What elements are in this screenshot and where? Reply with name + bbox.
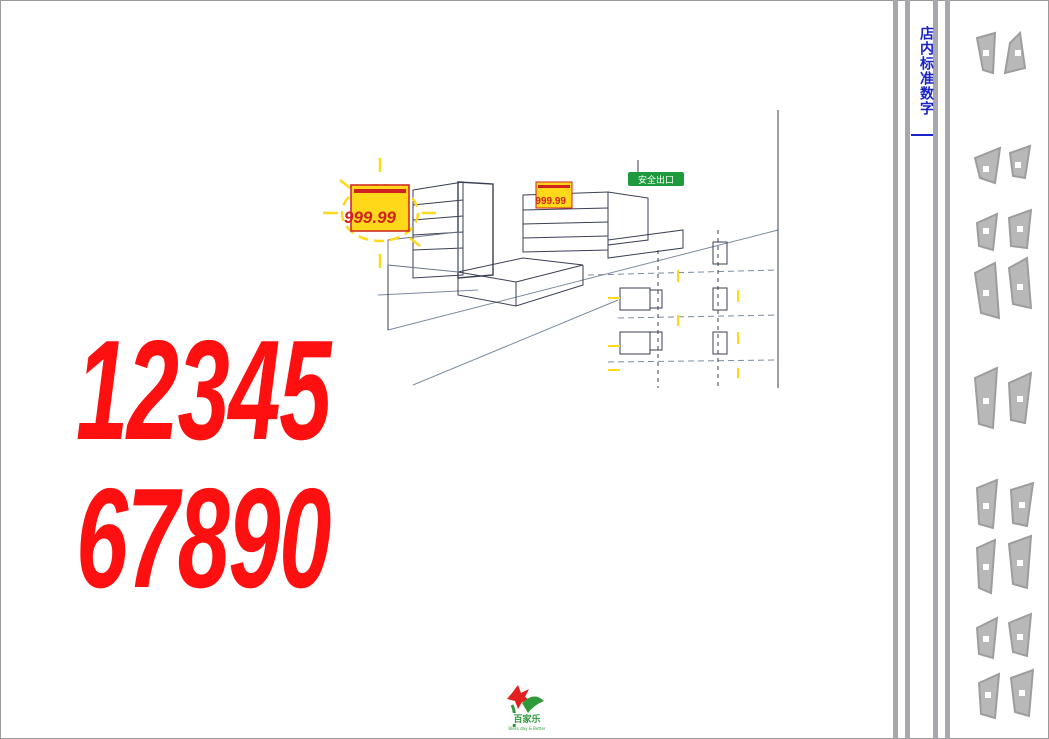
- side-stripes: [893, 0, 951, 739]
- digits-row-1: 12345: [76, 311, 331, 470]
- price-tag-main: 999.99: [344, 208, 397, 227]
- side-title-underline: [911, 134, 933, 136]
- shelf-sketch-illustration: 999.99 999.99 安全出口: [323, 110, 779, 388]
- side-title: 店内标准数字: [918, 26, 934, 116]
- decorative-glyph-column: [973, 30, 1035, 720]
- logo-slogan: Bless day & Better: [508, 726, 546, 731]
- exit-sign: 安全出口: [638, 174, 674, 186]
- logo-brand: 百家乐: [513, 713, 540, 725]
- price-tag-small: 999.99: [535, 196, 566, 207]
- digits-row-2: 67890: [76, 459, 331, 618]
- standard-digits: 12345 67890: [76, 311, 331, 618]
- flower-logo-icon: 百家乐 Bless day & Better: [507, 685, 546, 731]
